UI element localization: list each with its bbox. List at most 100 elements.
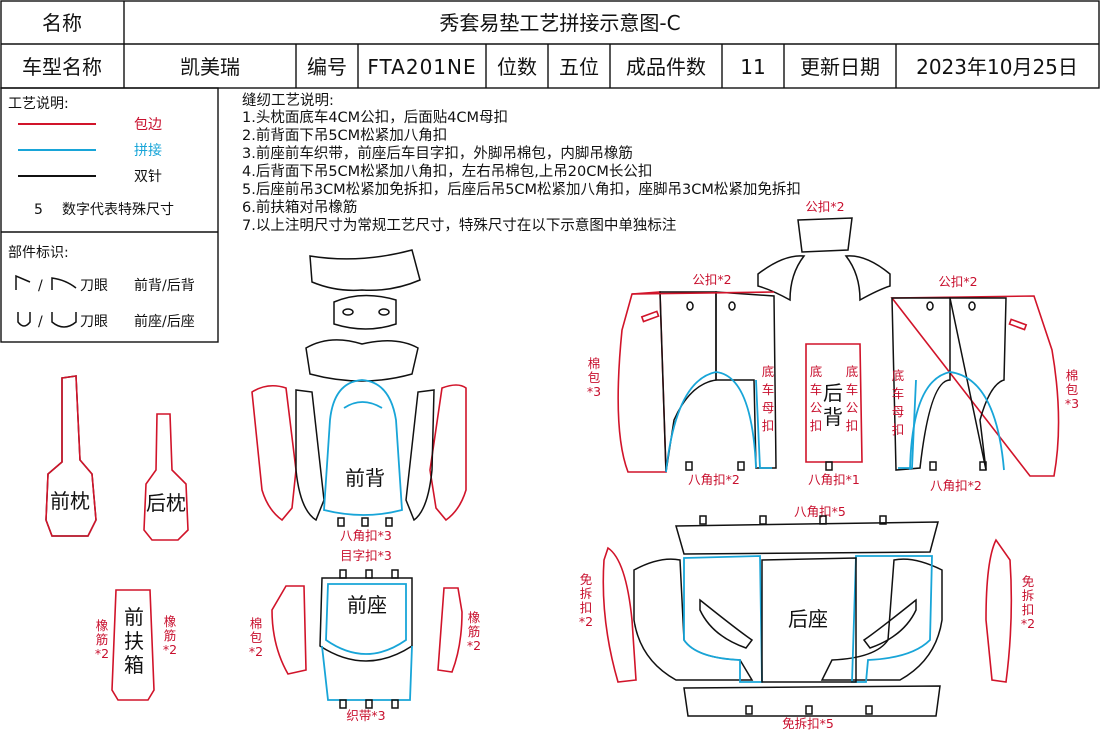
armrest-label-2: 扶 <box>124 629 144 653</box>
armrest-label-3: 箱 <box>124 653 144 677</box>
legend-size-desc: 数字代表特殊尺寸 <box>62 202 174 218</box>
bottom-female-left-label: 底 车 母 扣 <box>762 364 775 433</box>
name-label: 名称 <box>42 11 82 35</box>
count-value: 11 <box>740 55 765 79</box>
svg-text:包: 包 <box>1066 382 1079 397</box>
legend-item-double-needle: 双针 <box>134 169 162 185</box>
notch-u-icon <box>17 312 31 327</box>
note-line-7: 7.以上注明尺寸为常规工艺尺寸，特殊尺寸在以下示意图中单独标注 <box>242 216 676 234</box>
svg-text:筋: 筋 <box>164 628 177 643</box>
svg-text:*3: *3 <box>1065 396 1079 411</box>
male-top-label: 公扣*2 <box>805 199 844 214</box>
svg-text:*2: *2 <box>467 638 481 653</box>
cotton-left-label: 棉 包 *3 <box>587 356 601 399</box>
svg-text:棉: 棉 <box>1066 368 1079 383</box>
svg-text:母: 母 <box>762 400 775 415</box>
model-label: 车型名称 <box>22 55 102 79</box>
note-line-3: 3.前座前车织带，前座后车目字扣，外脚吊棉包，内脚吊橡筋 <box>242 145 633 162</box>
elastic-arm-right-label: 橡 筋 *2 <box>163 614 177 657</box>
note-line-2: 2.前背面下吊5CM松紧加八角扣 <box>242 127 447 144</box>
parts-row2-desc: 前座/后座 <box>134 313 195 330</box>
notch-wide-u-icon <box>51 312 77 328</box>
parts-row1-slash: / <box>38 278 43 294</box>
note-line-5: 5.后座前吊3CM松紧加免拆扣，后座后吊5CM松紧加八角扣，座脚吊3CM松紧加免… <box>242 181 801 198</box>
rear-back-label-1: 后 <box>823 381 843 405</box>
male-left-label: 公扣*2 <box>692 272 731 287</box>
notes-title: 缝纫工艺说明: <box>242 92 334 109</box>
parts-row2-mid: 刀眼 <box>80 314 108 330</box>
svg-text:底: 底 <box>762 364 775 379</box>
svg-text:橡: 橡 <box>468 610 481 625</box>
rear-seat-label: 后座 <box>788 607 828 631</box>
svg-text:扣: 扣 <box>892 422 905 437</box>
elastic-arm-left-label: 橡 筋 *2 <box>95 618 109 661</box>
quick-release-right-label: 免 拆 扣 *2 <box>1021 574 1035 631</box>
svg-text:车: 车 <box>846 382 859 397</box>
parts-row1-desc: 前背/后背 <box>134 277 195 294</box>
svg-text:底: 底 <box>810 364 823 379</box>
rear-seat-assembly: 后座 <box>602 515 1013 717</box>
note-line-1: 1.头枕面底车4CM公扣，后面贴4CM母扣 <box>242 109 508 126</box>
webbing-label: 织带*3 <box>346 708 385 723</box>
notch-curve-icon <box>51 277 77 290</box>
date-label: 更新日期 <box>800 55 880 79</box>
svg-text:*2: *2 <box>249 644 263 659</box>
svg-text:橡: 橡 <box>96 618 109 633</box>
svg-text:车: 车 <box>762 382 775 397</box>
cotton-right-label: 棉 包 *3 <box>1065 368 1079 411</box>
eye-buckle-label: 目字扣*3 <box>340 548 392 563</box>
front-back-label: 前背 <box>345 466 385 490</box>
front-headrest-label: 前枕 <box>50 489 90 513</box>
svg-text:棉: 棉 <box>250 616 263 631</box>
rear-headrest-piece: 后枕 <box>143 413 189 541</box>
svg-text:拆: 拆 <box>580 586 593 601</box>
svg-text:橡: 橡 <box>164 614 177 629</box>
parts-row1-mid: 刀眼 <box>80 278 108 294</box>
svg-text:母: 母 <box>892 404 905 419</box>
bottom-male-b-label: 底 车 公 扣 <box>846 364 859 433</box>
legend-size-number: 5 <box>34 202 43 218</box>
front-seat-label: 前座 <box>347 593 387 617</box>
octagon-left-label: 八角扣*2 <box>688 472 740 487</box>
note-line-4: 4.后背面下吊5CM松紧加八角扣，左右吊棉包,上吊20CM长公扣 <box>242 163 652 180</box>
octagon-mid-label: 八角扣*1 <box>808 472 860 487</box>
svg-text:底: 底 <box>892 368 905 383</box>
front-back-assembly: 前背 <box>251 249 467 527</box>
legend-item-binding: 包边 <box>134 117 162 133</box>
code-label: 编号 <box>307 55 347 79</box>
note-line-6: 6.前扶箱对吊橡筋 <box>242 199 357 216</box>
bottom-female-right-label: 底 车 母 扣 <box>892 368 905 437</box>
svg-text:*2: *2 <box>1021 616 1035 631</box>
svg-text:免: 免 <box>1022 574 1035 589</box>
svg-text:公: 公 <box>846 400 859 415</box>
legend-item-splice: 拼接 <box>134 142 162 159</box>
octagon-right-label: 八角扣*2 <box>930 478 982 493</box>
svg-text:车: 车 <box>810 382 823 397</box>
rear-headrest-label: 后枕 <box>146 491 186 515</box>
legend-title: 工艺说明: <box>8 96 69 112</box>
sewing-notes: 缝纫工艺说明: 1.头枕面底车4CM公扣，后面贴4CM母扣 2.前背面下吊5CM… <box>242 92 801 234</box>
svg-text:扣: 扣 <box>580 600 593 615</box>
svg-text:*2: *2 <box>579 614 593 629</box>
svg-text:扣: 扣 <box>846 418 859 433</box>
svg-text:*2: *2 <box>95 646 109 661</box>
svg-text:拆: 拆 <box>1022 588 1035 603</box>
bottom-male-a-label: 底 车 公 扣 <box>810 364 823 433</box>
seat-value: 五位 <box>559 55 599 79</box>
svg-text:*3: *3 <box>587 384 601 399</box>
parts-row2-slash: / <box>38 314 43 330</box>
svg-text:筋: 筋 <box>468 624 481 639</box>
svg-text:扣: 扣 <box>810 418 823 433</box>
armrest-label-1: 前 <box>124 605 144 629</box>
svg-text:棉: 棉 <box>588 356 601 371</box>
front-seat-assembly: 前座 <box>271 569 463 709</box>
elastic-front-label: 橡 筋 *2 <box>467 610 481 653</box>
svg-text:底: 底 <box>846 364 859 379</box>
legend-box: 工艺说明: 包边 拼接 双针 5 数字代表特殊尺寸 部件标识: / 刀眼 前背/… <box>0 87 219 343</box>
octagon-rear-seat-label: 八角扣*5 <box>794 504 846 519</box>
front-headrest-piece: 前枕 <box>45 375 97 537</box>
svg-text:包: 包 <box>250 630 263 645</box>
svg-text:公: 公 <box>810 400 823 415</box>
code-value: FTA201NE <box>367 55 476 79</box>
